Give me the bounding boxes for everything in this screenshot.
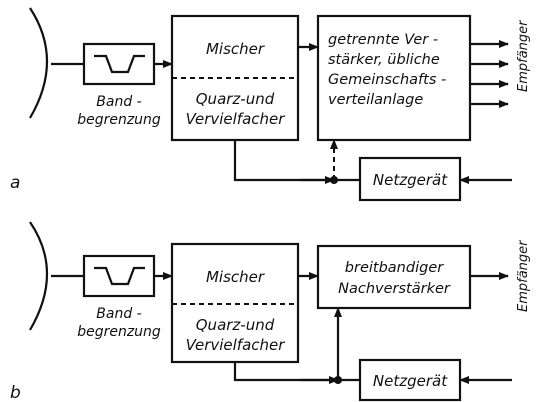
power-supply-block: [358, 156, 462, 202]
panel-label-b: b: [10, 383, 21, 402]
band-filter-block: [82, 254, 156, 298]
mixer-label: Mischer: [206, 40, 265, 58]
amplifier-label-line1: getrennte Ver -: [328, 32, 438, 48]
power-line: [233, 140, 360, 182]
amplifier-label-line2: stärker, übliche: [328, 52, 440, 68]
amplifier-block: [316, 244, 472, 310]
power-line: [233, 362, 360, 382]
power-supply-label: Netzgerät: [373, 171, 448, 189]
amplifier-label-line4: verteilanlage: [328, 92, 423, 108]
amplifier-label-line3: Gemeinschafts -: [328, 72, 446, 88]
band-filter-block: [82, 42, 156, 86]
amplifier-label-line1: breitbandiger: [345, 260, 444, 276]
filter-label-line1: Band -: [96, 94, 141, 110]
oscillator-label-line2: Vervielfacher: [186, 336, 286, 354]
antenna-dish-icon: [29, 7, 49, 119]
amplifier-block: [316, 14, 472, 142]
receiver-label: Empfänger: [516, 19, 531, 92]
oscillator-label-line2: Vervielfacher: [186, 110, 286, 128]
mixer-block: [170, 14, 300, 142]
oscillator-label-line1: Quarz-und: [196, 316, 275, 334]
mixer-label: Mischer: [206, 268, 265, 286]
panel-label-a: a: [10, 173, 20, 193]
bandpass-filter-icon: [94, 266, 145, 286]
receiver-label: Empfänger: [516, 239, 531, 312]
filter-label-line2: begrenzung: [77, 324, 161, 340]
diagram-b: Band - begrenzung Mischer Quarz-und Verv…: [10, 221, 531, 402]
antenna-dish-icon: [29, 221, 49, 331]
filter-label-line1: Band -: [96, 306, 141, 322]
amplifier-label-line2: Nachverstärker: [338, 281, 451, 297]
power-supply-label: Netzgerät: [373, 372, 448, 390]
filter-label-line2: begrenzung: [77, 112, 161, 128]
bandpass-filter-icon: [94, 54, 145, 74]
diagram-a: Band - begrenzung Mischer Quarz-und Verv…: [10, 7, 531, 202]
oscillator-label-line1: Quarz-und: [196, 90, 275, 108]
mixer-block: [170, 242, 300, 364]
